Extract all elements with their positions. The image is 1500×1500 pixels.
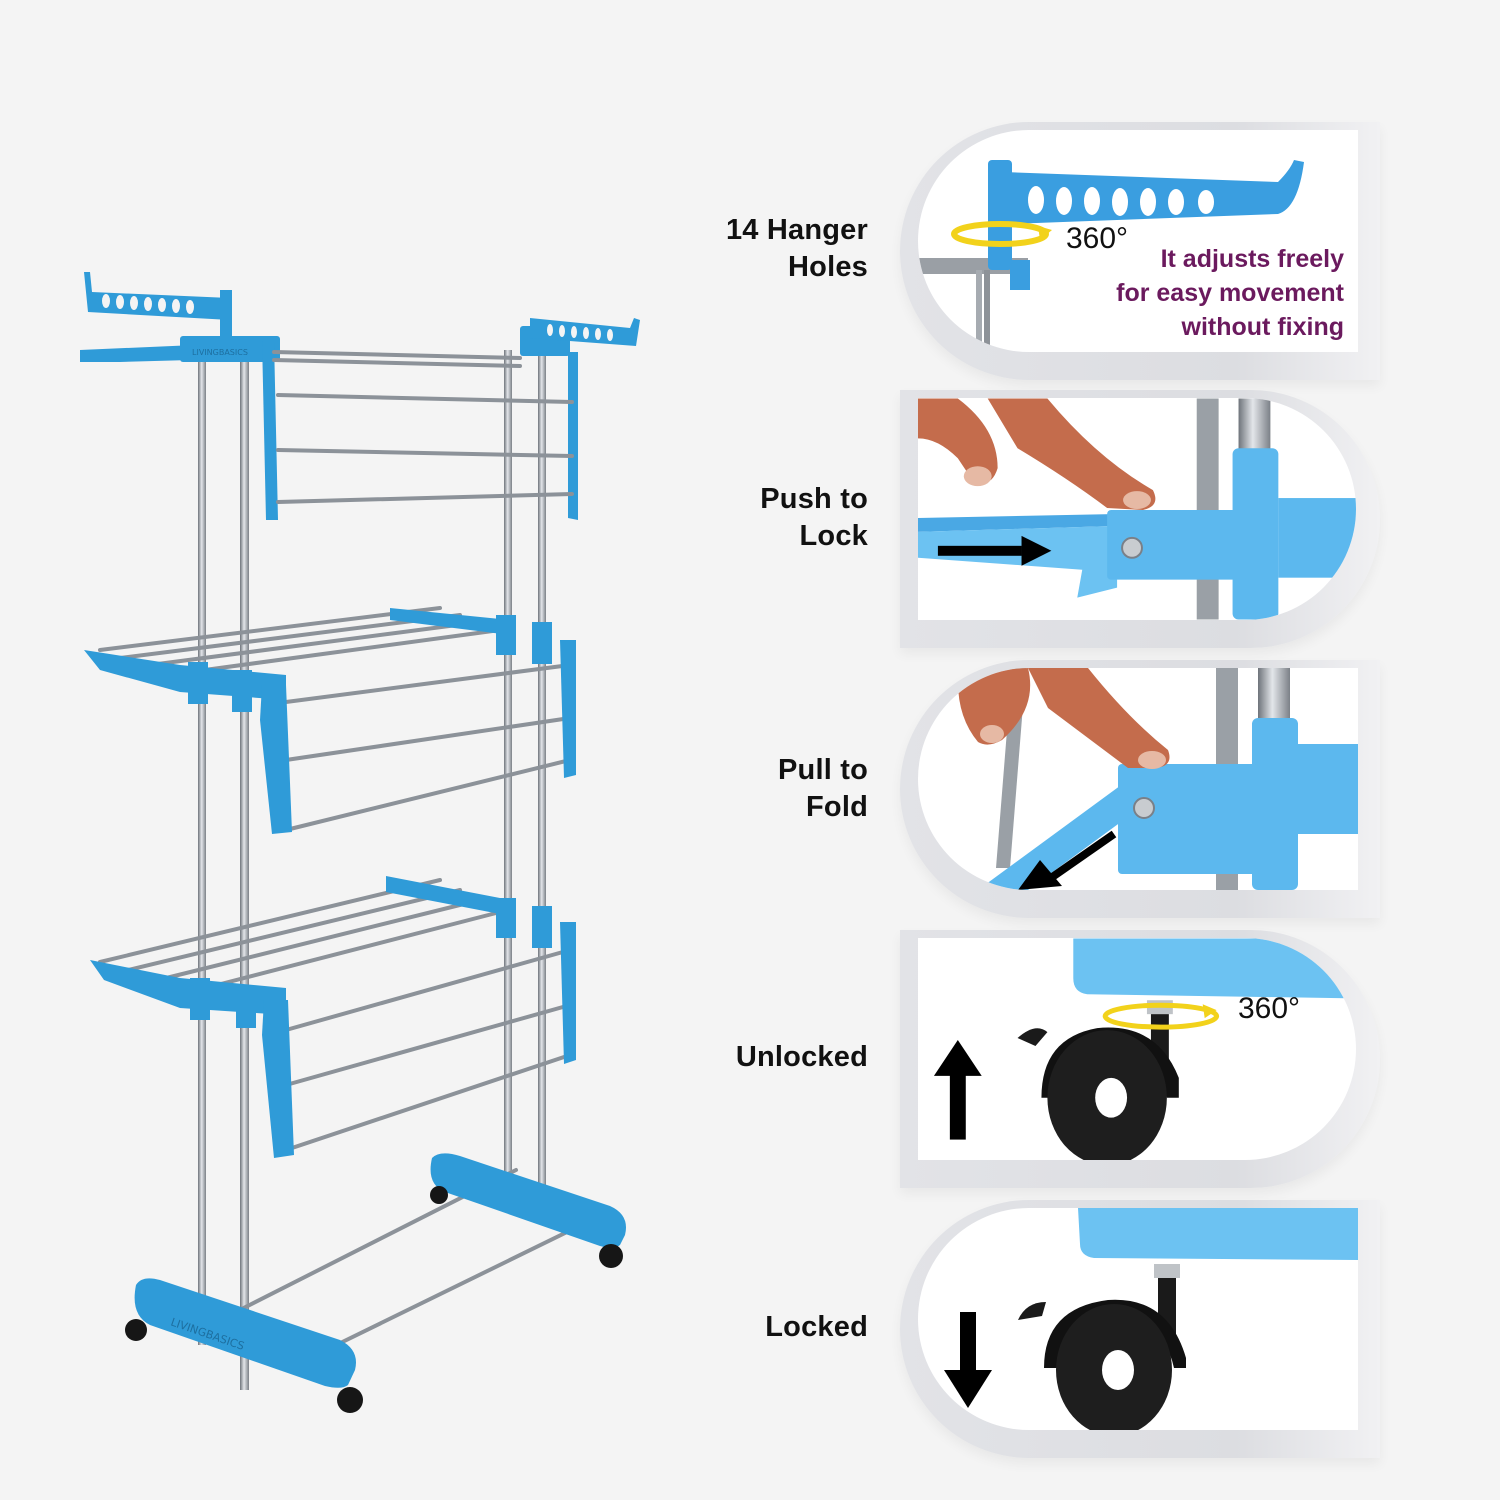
- unlocked-caster-illustration: [933, 938, 1347, 1160]
- hand-icon: [918, 398, 1156, 510]
- feature-label-pull-to-fold: Pull to Fold: [778, 752, 868, 826]
- panel-image-area: 360°: [918, 938, 1356, 1160]
- description-line: for easy movement: [1116, 279, 1344, 307]
- label-line: Fold: [805, 791, 868, 823]
- panel-image-area: 360° It adjusts freely for easy movement…: [918, 130, 1358, 352]
- label-line: Push to: [760, 483, 868, 515]
- label-line: Holes: [788, 251, 868, 283]
- arrow-right-icon: [937, 535, 1052, 566]
- rotation-arrow-icon: [951, 221, 1052, 247]
- drying-rack-product-image: LIVINGBASICS: [60, 240, 680, 1480]
- arrow-up-icon: [933, 1040, 982, 1140]
- rotating-hanger-illustration: [918, 160, 1304, 352]
- feature-panel-hanger-holes: 360° It adjusts freely for easy movement…: [900, 122, 1380, 380]
- feature-label-push-to-lock: Push to Lock: [760, 481, 868, 555]
- rotation-arrow-icon: [1102, 1002, 1220, 1030]
- wheels: [125, 1186, 623, 1413]
- label-line: Pull to: [777, 754, 868, 786]
- label-line: Unlocked: [735, 1041, 868, 1073]
- feature-label-unlocked: Unlocked: [736, 1039, 868, 1076]
- locked-caster-illustration: [944, 1208, 1358, 1430]
- panel-image-area: [918, 398, 1356, 620]
- label-line: Locked: [765, 1311, 868, 1343]
- feature-label-locked: Locked: [765, 1309, 868, 1346]
- panel-image-area: [918, 1208, 1358, 1430]
- label-line: Lock: [799, 520, 868, 552]
- arrow-down-icon: [944, 1312, 992, 1408]
- feature-panel-unlocked: 360°: [900, 930, 1380, 1188]
- arrow-down-left-icon: [1018, 830, 1117, 890]
- hand-icon: [958, 668, 1170, 769]
- label-line: 14 Hanger: [725, 214, 868, 246]
- feature-panel-pull-to-fold: [900, 660, 1380, 918]
- description-line: It adjusts freely: [1160, 245, 1344, 273]
- push-lock-illustration: [918, 398, 1356, 620]
- feature-panel-locked: [900, 1200, 1380, 1458]
- feature-panel-push-to-lock: [900, 390, 1380, 648]
- feature-label-hanger-holes: 14 Hanger Holes: [726, 212, 868, 286]
- middle-tier: [84, 606, 576, 834]
- brand-logo-top: LIVINGBASICS: [192, 348, 248, 357]
- bottom-tier: [90, 876, 576, 1158]
- pull-fold-illustration: [958, 668, 1358, 890]
- hanger-description: It adjusts freely for easy movement with…: [1116, 242, 1344, 344]
- vertical-poles: [198, 340, 546, 1390]
- rotation-degree-label: 360°: [1066, 222, 1129, 255]
- rotation-degree-label: 360°: [1238, 992, 1301, 1025]
- top-tier: LIVINGBASICS: [80, 272, 640, 520]
- panel-image-area: [918, 668, 1358, 890]
- description-line: without fixing: [1181, 313, 1344, 341]
